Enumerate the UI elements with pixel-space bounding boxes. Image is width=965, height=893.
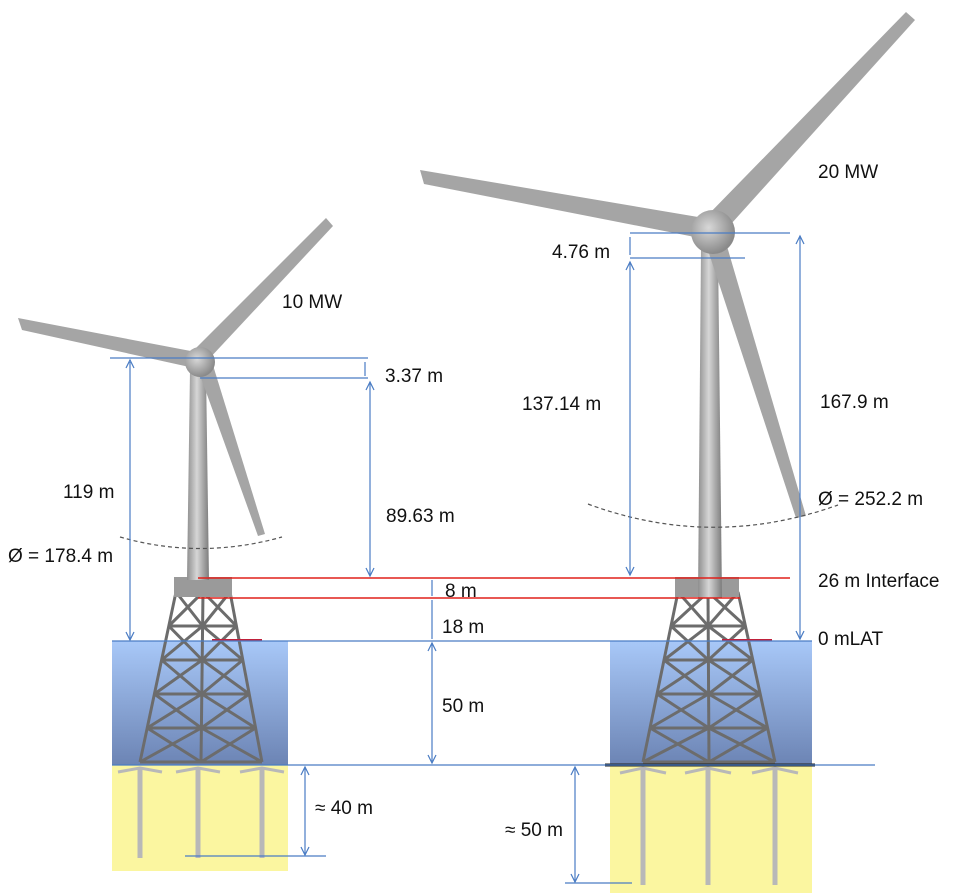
jacket-member	[228, 591, 264, 763]
jacket-member	[649, 726, 710, 764]
blade-10mw-up	[194, 218, 333, 360]
mlat-label: 0 mLAT	[818, 629, 884, 650]
hub-10mw	[185, 347, 215, 377]
jacket-member	[174, 591, 204, 627]
jacket-member	[200, 658, 244, 696]
soil-layer-20mw	[610, 765, 812, 893]
blade-20mw-up	[705, 12, 915, 234]
jacket-member	[656, 658, 710, 696]
jacket-member	[707, 658, 754, 696]
jacket-member	[663, 658, 710, 696]
jacket-member	[707, 624, 754, 662]
jacket-member	[146, 726, 202, 764]
jacket-member	[200, 726, 257, 764]
jacket-member	[200, 692, 251, 730]
jacket-member	[167, 590, 205, 628]
jacket-member	[708, 726, 776, 764]
jacket-member	[153, 692, 203, 730]
jacket-member	[153, 658, 204, 696]
jacket-member	[663, 624, 710, 662]
jacket-member	[199, 591, 205, 763]
tower-20mw	[698, 250, 722, 598]
rotor-diameter-20mw: Ø = 252.2 m	[818, 489, 923, 510]
hub-height-10mw: 119 m	[63, 482, 114, 503]
jacket-member	[708, 726, 769, 764]
water-depth-label: 50 m	[442, 696, 484, 717]
jacket-member	[201, 624, 238, 662]
rotor-diameter-10mw: Ø = 178.4 m	[8, 546, 113, 567]
jacket-member	[707, 658, 762, 696]
piles-10mw	[117, 766, 285, 858]
tower-length-20mw: 137.14 m	[522, 394, 601, 415]
jacket-member	[707, 692, 762, 730]
jacket-member	[706, 591, 711, 763]
jacket-member	[736, 591, 777, 763]
jacket-member	[160, 658, 203, 696]
transition-piece-label: 8 m	[445, 581, 477, 602]
transition-piece-10mw	[174, 577, 232, 597]
interface-label: 26 m Interface	[818, 571, 939, 592]
jacket-member	[641, 591, 680, 763]
hub-height-20mw: 167.9 m	[820, 392, 889, 413]
blade-10mw-left	[18, 318, 196, 368]
rotor-arc-20mw	[587, 503, 839, 528]
interface-gap-label: 18 m	[442, 617, 484, 638]
jacket-member	[200, 692, 257, 730]
jacket-member	[669, 624, 710, 662]
tower-length-10mw: 89.63 m	[386, 506, 455, 527]
jacket-member	[200, 726, 263, 764]
rating-20mw: 20 MW	[818, 162, 878, 183]
jacket-member	[642, 726, 710, 764]
level-lines	[112, 640, 875, 766]
jacket-member	[656, 692, 710, 730]
jacket-member	[707, 692, 769, 730]
seabed-depth-20mw: ≈ 50 m	[505, 820, 563, 841]
hub-20mw	[691, 210, 735, 254]
seabed-depth-10mw: ≈ 40 m	[315, 798, 373, 819]
hub-offset-20mw: 4.76 m	[552, 242, 610, 263]
jacket-member	[146, 692, 203, 730]
jacket-member	[707, 624, 747, 662]
hub-offset-10mw: 3.37 m	[385, 366, 443, 387]
jacket-member	[649, 692, 710, 730]
rating-10mw: 10 MW	[282, 292, 342, 313]
blade-10mw-down	[196, 362, 265, 536]
jacket-member	[167, 624, 204, 662]
blade-20mw-left	[420, 170, 704, 238]
jacket-member	[138, 591, 178, 763]
dimension-lines	[110, 232, 805, 884]
jacket-member	[160, 624, 204, 662]
tower-10mw	[187, 370, 209, 580]
piles-20mw	[619, 766, 799, 885]
turbine-10mw	[18, 218, 333, 580]
blade-20mw-down	[704, 236, 806, 518]
jacket-member	[201, 624, 244, 662]
turbine-20mw	[420, 12, 915, 598]
jacket-member	[139, 726, 203, 764]
jacket-10mw	[138, 590, 264, 764]
jacket-member	[201, 658, 251, 696]
